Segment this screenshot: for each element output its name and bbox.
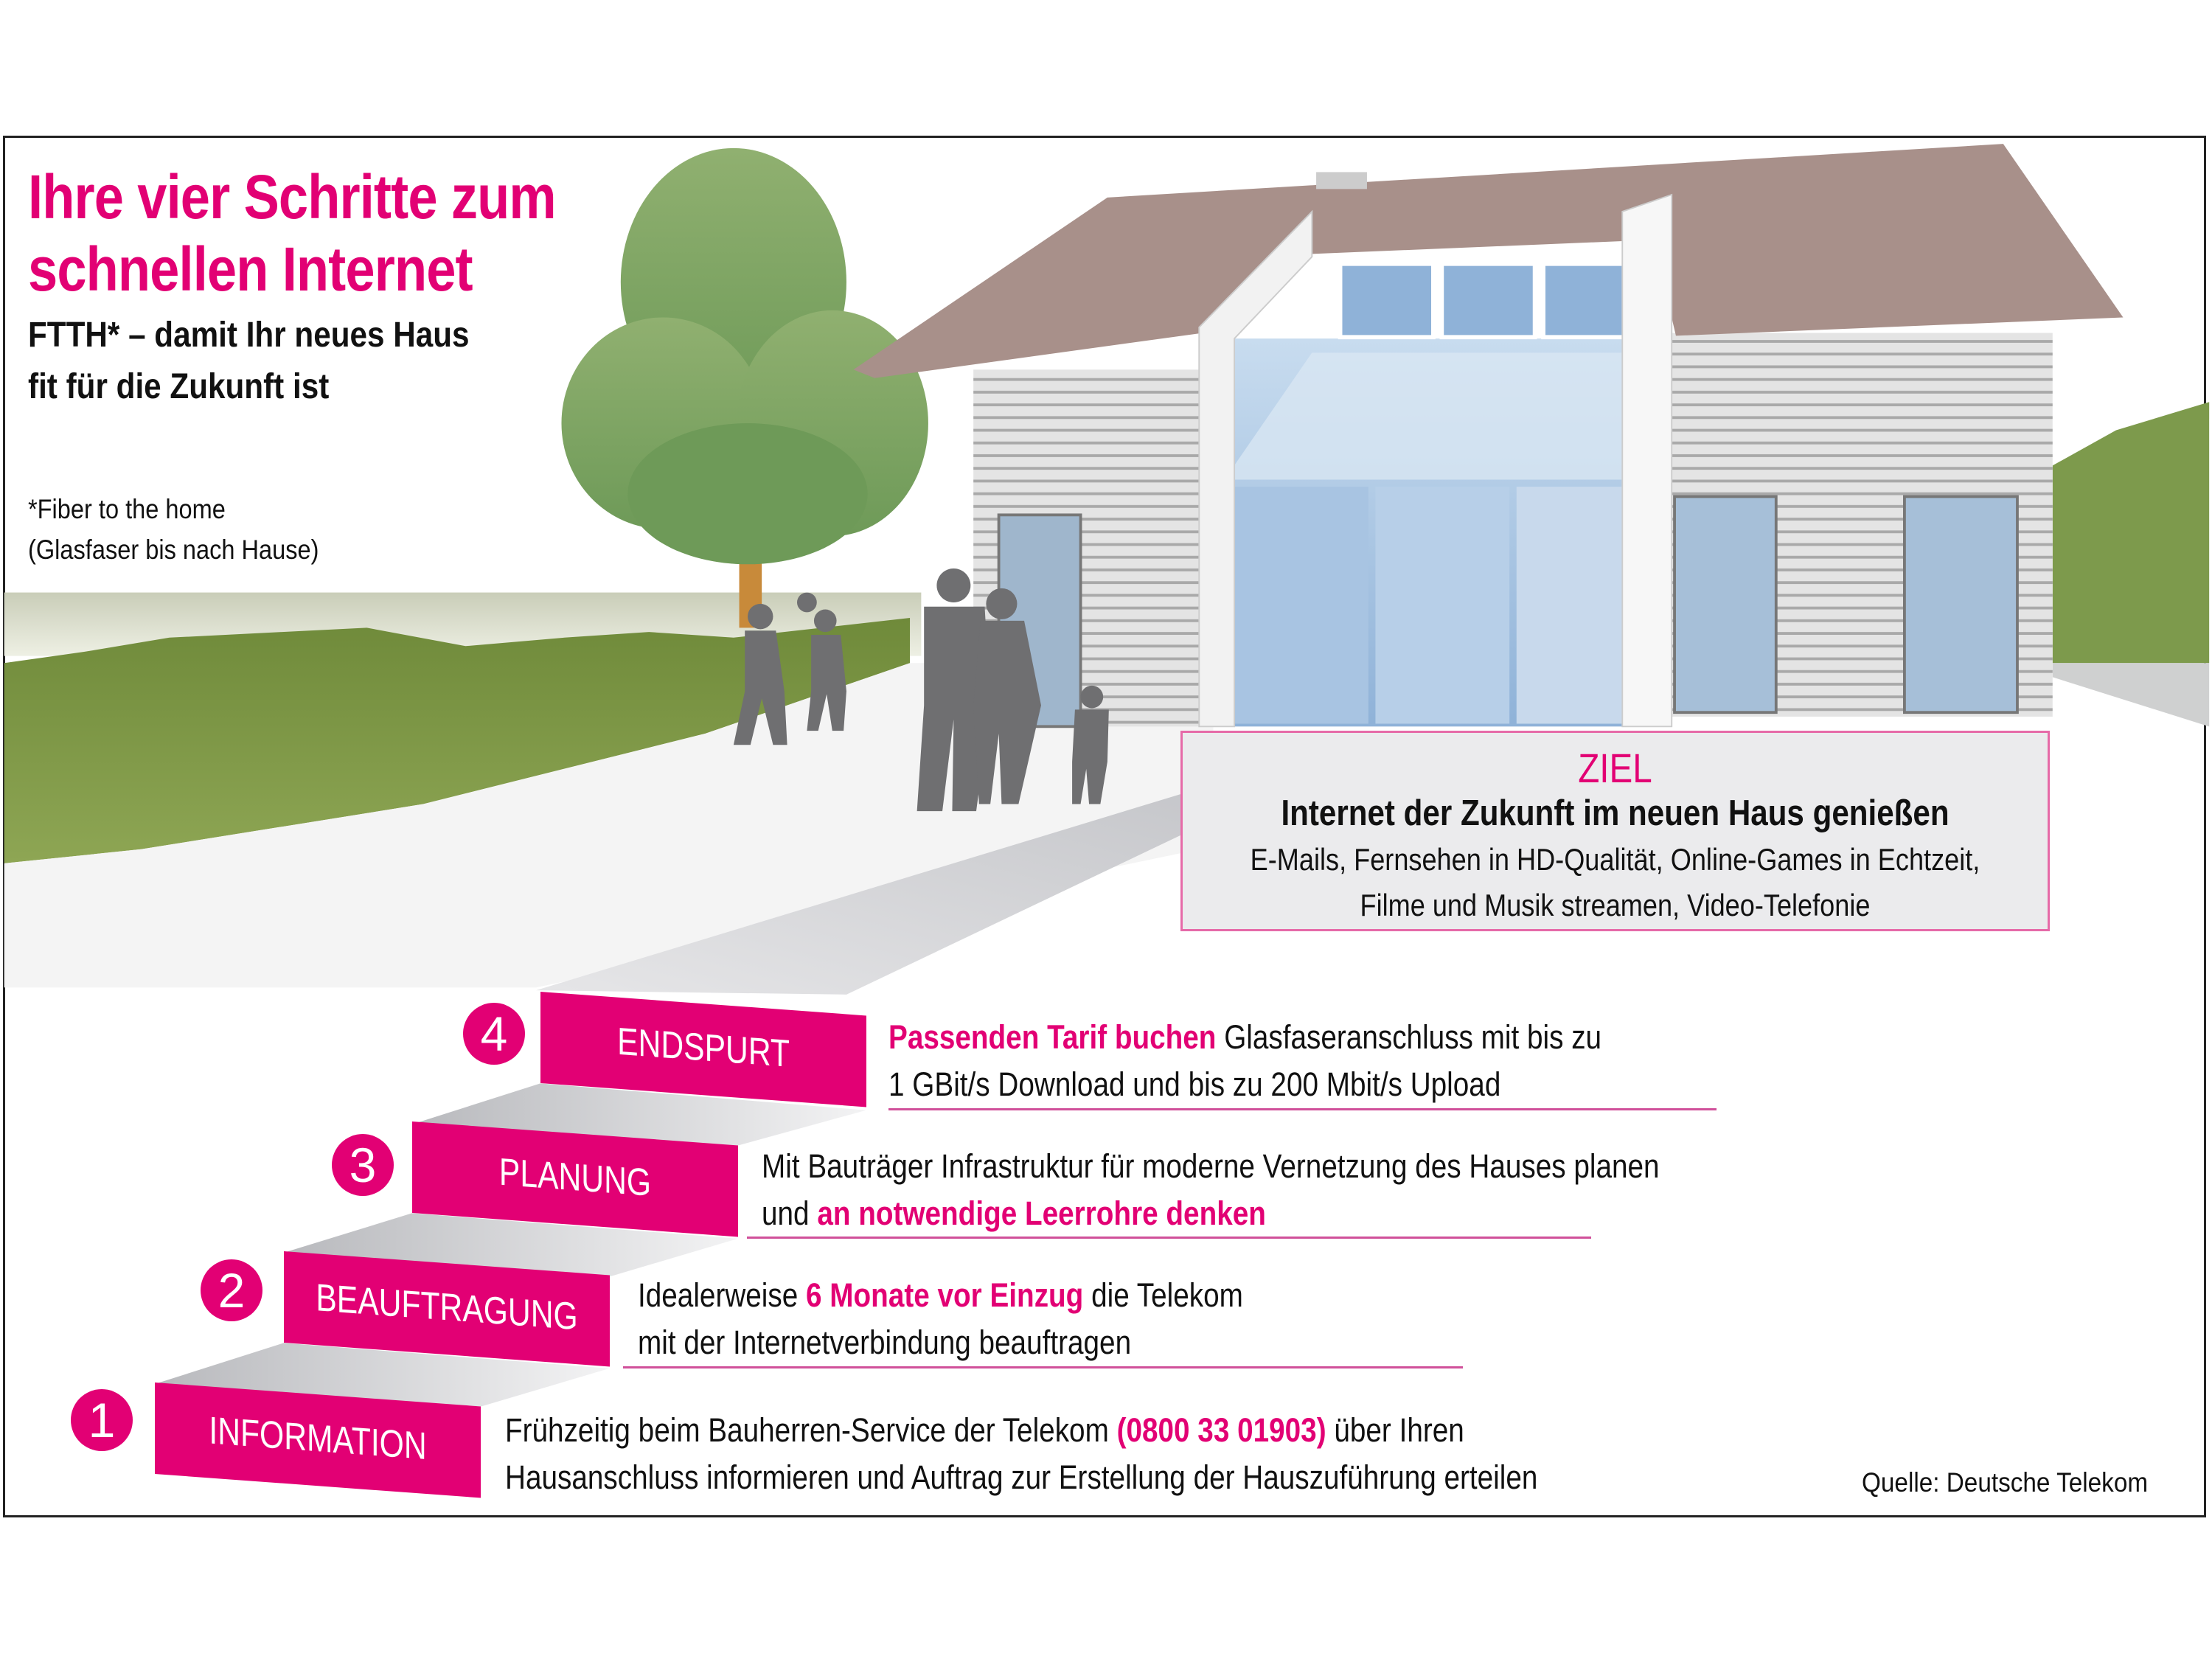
step-1-line-1-end: über Ihren <box>1326 1411 1464 1449</box>
path <box>536 793 1270 995</box>
subtitle: FTTH* – damit Ihr neues Haus fit für die… <box>28 310 470 413</box>
step-3-text: Mit Bauträger Infrastruktur für moderne … <box>762 1143 1660 1237</box>
step-4-label: ENDSPURT <box>617 1020 790 1076</box>
step-3-underline <box>747 1237 1591 1239</box>
footnote-line-2: (Glasfaser bis nach Hause) <box>28 535 319 565</box>
step-4-underline <box>888 1108 1717 1110</box>
step-1-label: INFORMATION <box>209 1409 427 1469</box>
step-4-text: Passenden Tarif buchen Glasfaseranschlus… <box>888 1014 1601 1108</box>
step-2-number: 2 <box>201 1259 262 1321</box>
step-1-line-2: Hausanschluss informieren und Auftrag zu… <box>505 1458 1538 1496</box>
step-2-line-2: mit der Internetverbindung beauftragen <box>638 1324 1132 1361</box>
step-2-label: BEAUFTRAGUNG <box>316 1276 578 1339</box>
step-2-highlight: 6 Monate vor Einzug <box>806 1276 1084 1314</box>
goal-box: ZIEL Internet der Zukunft im neuen Haus … <box>1180 731 2050 931</box>
footnote: *Fiber to the home (Glasfaser bis nach H… <box>28 489 319 570</box>
title-line-2: schnellen Internet <box>28 234 473 304</box>
step-4-line-1: Glasfaseranschluss mit bis zu <box>1216 1018 1602 1056</box>
right-trees <box>2052 402 2210 664</box>
step-4-number: 4 <box>463 1003 525 1065</box>
house <box>853 144 2124 728</box>
step-1-number: 1 <box>71 1389 133 1451</box>
goal-headline: Internet der Zukunft im neuen Haus genie… <box>1281 793 1950 833</box>
infographic-frame <box>3 136 2206 1517</box>
step-4-highlight: Passenden Tarif buchen <box>888 1018 1217 1056</box>
step-2-line-1: Idealerweise <box>638 1276 807 1314</box>
subtitle-line-2: fit für die Zukunft ist <box>28 367 330 406</box>
step-1-text: Frühzeitig beim Bauherren-Service der Te… <box>505 1407 1537 1501</box>
hedge <box>4 618 911 863</box>
step-1-phone: (0800 33 01903) <box>1116 1411 1326 1449</box>
footnote-line-1: *Fiber to the home <box>28 494 226 524</box>
step-3-line-2: und <box>762 1194 818 1232</box>
step-2-text: Idealerweise 6 Monate vor Einzug die Tel… <box>638 1272 1243 1366</box>
step-3-number: 3 <box>332 1134 394 1196</box>
title-line-1: Ihre vier Schritte zum <box>28 162 557 232</box>
step-3-label: PLANUNG <box>498 1150 652 1205</box>
goal-line-1: E-Mails, Fernsehen in HD-Qualität, Onlin… <box>1250 842 1980 877</box>
step-4-line-2: 1 GBit/s Download und bis zu 200 Mbit/s … <box>888 1065 1501 1103</box>
step-1-line-1: Frühzeitig beim Bauherren-Service der Te… <box>505 1411 1117 1449</box>
tree <box>561 147 928 628</box>
subtitle-line-1: FTTH* – damit Ihr neues Haus <box>28 316 470 355</box>
step-3-highlight: an notwendige Leerrohre denken <box>817 1194 1266 1232</box>
page-title: Ihre vier Schritte zum schnellen Interne… <box>28 161 557 305</box>
family-silhouettes <box>733 568 1109 812</box>
step-2-underline <box>623 1366 1463 1368</box>
step-2-line-1-end: die Telekom <box>1083 1276 1243 1314</box>
step-3-line-1: Mit Bauträger Infrastruktur für moderne … <box>762 1147 1660 1185</box>
right-ground <box>2052 663 2210 727</box>
goal-label: ZIEL <box>1578 745 1652 791</box>
goal-line-2: Filme und Musik streamen, Video-Telefoni… <box>1360 888 1871 922</box>
source-credit: Quelle: Deutsche Telekom <box>1862 1467 2149 1498</box>
